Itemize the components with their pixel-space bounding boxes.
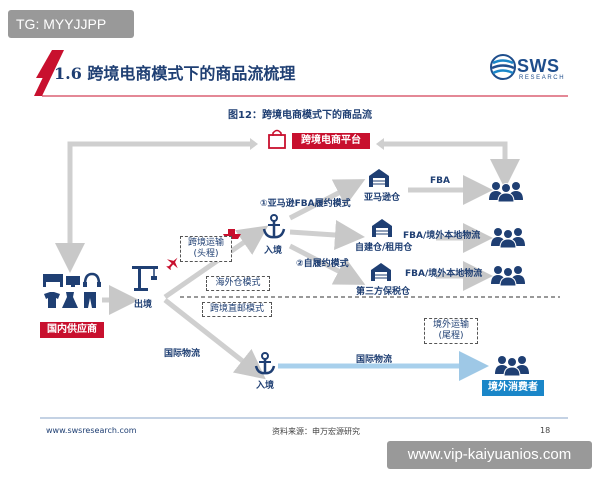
consumers-icon-2 — [491, 228, 525, 248]
cross-border-transport-line2: (头程) — [193, 249, 219, 259]
last-mile-line1: 境外运输 — [432, 320, 469, 330]
watermark-top: TG: MYYJJPP — [8, 10, 134, 38]
page-title: 1.6 跨境电商模式下的商品流梳理 — [54, 64, 296, 83]
supplier-label: 国内供应商 — [40, 322, 104, 338]
warehouse-icon-2 — [372, 219, 392, 237]
fba-local2-label: FBA/境外本地物流 — [405, 269, 483, 279]
warehouse3-label: 第三方保税仓 — [356, 287, 411, 297]
supplier-goods-icon — [43, 272, 101, 308]
warehouse1-label: 亚马逊仓 — [364, 193, 401, 203]
entry-bottom-label: 入境 — [256, 381, 275, 391]
fba-label: FBA — [430, 176, 450, 186]
last-mile-line2: (尾程) — [438, 331, 464, 341]
sws-globe-icon — [490, 54, 516, 80]
intl-logistics-bottom-label: 国际物流 — [356, 355, 393, 365]
consumers-icon-3 — [491, 266, 525, 286]
last-mile-box: 境外运输 (尾程) — [424, 318, 478, 344]
mode2-label: ②自履约模式 — [296, 259, 349, 269]
intl-logistics-left-label: 国际物流 — [164, 349, 201, 359]
anchor-icon — [262, 214, 286, 239]
watermark-bottom: www.vip-kaiyuanios.com — [387, 441, 592, 469]
mode1-label: ①亚马逊FBA履约模式 — [260, 199, 351, 209]
crane-icon — [132, 266, 158, 291]
overseas-warehouse-mode-box: 海外仓模式 — [206, 276, 270, 291]
cross-border-transport-box: 跨境运输 (头程) — [180, 236, 232, 262]
figure-title: 图12：跨境电商模式下的商品流 — [228, 110, 372, 121]
consumers-icon-1 — [489, 182, 523, 202]
warehouse2-label: 自建仓/租用仓 — [355, 243, 413, 253]
page-number: 18 — [540, 426, 551, 435]
airplane-icon — [166, 257, 178, 270]
warehouse-icon-3 — [371, 263, 391, 281]
fba-local1-label: FBA/境外本地物流 — [403, 231, 481, 241]
warehouse-icon-1 — [369, 169, 389, 187]
cross-border-transport-line1: 跨境运输 — [187, 238, 224, 248]
entry-top-label: 入境 — [264, 246, 283, 256]
logo-subtext: RESEARCH — [519, 75, 566, 81]
platform-label: 跨境电商平台 — [292, 133, 370, 149]
consumer-label: 境外消费者 — [482, 380, 544, 396]
footer-source: 资料来源：申万宏源研究 — [272, 427, 360, 436]
consumers-icon-4 — [495, 356, 529, 376]
direct-mail-mode-box: 跨境直邮模式 — [202, 302, 272, 317]
footer-url: www.swsresearch.com — [46, 426, 137, 435]
exit-label: 出境 — [134, 300, 153, 310]
logo-text: SWS — [517, 56, 560, 76]
anchor-icon-bottom — [254, 352, 276, 375]
shopping-bag-icon — [268, 129, 286, 149]
